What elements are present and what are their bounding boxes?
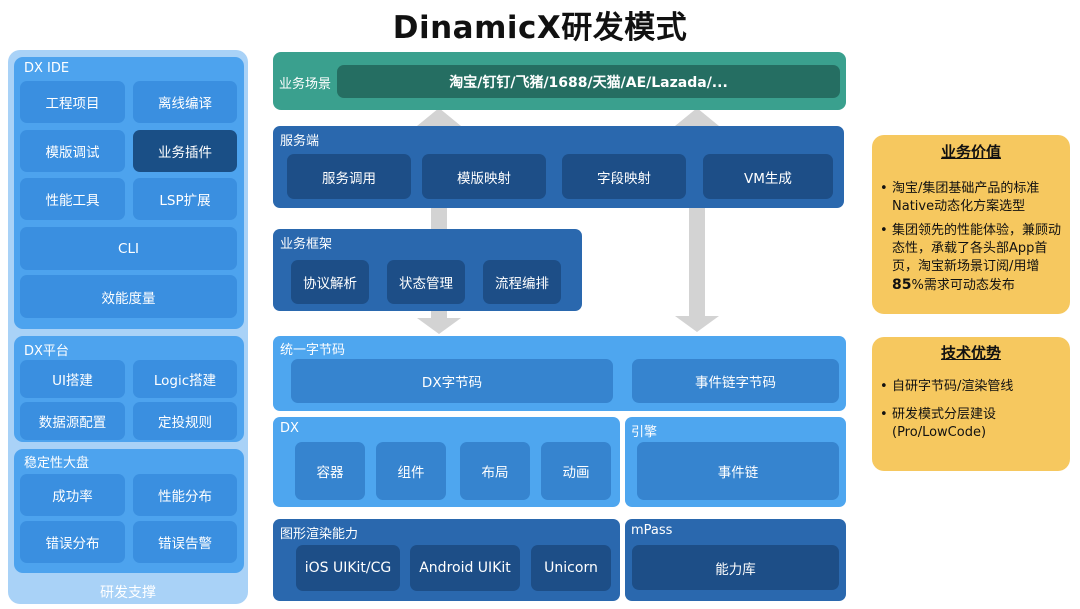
perf-tools-button[interactable]: 性能工具 — [20, 178, 125, 220]
flow-orchestration-button[interactable]: 流程编排 — [483, 260, 561, 304]
offline-compile-button[interactable]: 离线编译 — [133, 81, 237, 123]
render-label: 图形渲染能力 — [280, 527, 359, 542]
arrow-right-down-head — [675, 316, 719, 332]
error-distribution-button[interactable]: 错误分布 — [20, 521, 125, 563]
dx-platform-label: DX平台 — [24, 344, 69, 359]
arrow-left-up-head — [417, 108, 461, 126]
protocol-parse-button[interactable]: 协议解析 — [291, 260, 369, 304]
business-value-bullets: 淘宝/集团基础产品的标准Native动态化方案选型 集团领先的性能体验，兼顾动态… — [880, 180, 1065, 301]
capability-lib-button[interactable]: 能力库 — [632, 545, 839, 590]
component-button[interactable]: 组件 — [376, 442, 446, 500]
tech-advantage-bullet-2: 研发模式分层建设(Pro/LowCode) — [880, 406, 1065, 442]
vm-generate-button[interactable]: VM生成 — [703, 154, 833, 199]
bullet2-text: 集团领先的性能体验，兼顾动态性，承载了各头部App首页，淘宝新场景订阅/用增 — [892, 223, 1062, 274]
targeting-rules-button[interactable]: 定投规则 — [133, 402, 237, 440]
error-alert-button[interactable]: 错误告警 — [133, 521, 237, 563]
unicorn-button[interactable]: Unicorn — [531, 545, 611, 591]
animation-button[interactable]: 动画 — [541, 442, 611, 500]
engine-label: 引擎 — [631, 425, 658, 440]
service-call-button[interactable]: 服务调用 — [287, 154, 411, 199]
business-plugin-button[interactable]: 业务插件 — [133, 130, 237, 172]
mpass-label: mPass — [631, 523, 673, 538]
stability-label: 稳定性大盘 — [24, 456, 90, 471]
dx-bytecode-button[interactable]: DX字节码 — [291, 359, 613, 403]
tech-advantage-bullets: 自研字节码/渲染管线 研发模式分层建设(Pro/LowCode) — [880, 378, 1065, 448]
business-scene-apps: 淘宝/钉钉/飞猪/1688/天猫/AE/Lazada/... — [337, 65, 840, 98]
field-mapping-button[interactable]: 字段映射 — [562, 154, 686, 199]
success-rate-button[interactable]: 成功率 — [20, 474, 125, 516]
business-value-bullet-2: 集团领先的性能体验，兼顾动态性，承载了各头部App首页，淘宝新场景订阅/用增 85… — [880, 222, 1065, 295]
container-button[interactable]: 容器 — [295, 442, 365, 500]
bytecode-label: 统一字节码 — [280, 343, 346, 358]
business-value-bullet-1: 淘宝/集团基础产品的标准Native动态化方案选型 — [880, 180, 1065, 216]
business-scene-label: 业务场景 — [279, 77, 332, 92]
diagram-title: DinamicX研发模式 — [392, 10, 688, 46]
tech-advantage-title: 技术优势 — [940, 344, 1001, 362]
project-button[interactable]: 工程项目 — [20, 81, 125, 123]
dx-ide-label: DX IDE — [24, 61, 70, 76]
datasource-config-button[interactable]: 数据源配置 — [20, 402, 125, 440]
perf-distribution-button[interactable]: 性能分布 — [133, 474, 237, 516]
lsp-ext-button[interactable]: LSP扩展 — [133, 178, 237, 220]
template-debug-button[interactable]: 模版调试 — [20, 130, 125, 172]
framework-label: 业务框架 — [280, 237, 333, 252]
ui-build-button[interactable]: UI搭建 — [20, 360, 125, 398]
ios-uikit-button[interactable]: iOS UIKit/CG — [296, 545, 400, 591]
eventchain-bytecode-button[interactable]: 事件链字节码 — [632, 359, 839, 403]
tech-advantage-bullet-1: 自研字节码/渲染管线 — [880, 378, 1065, 396]
bullet2-percent: 85 — [892, 277, 912, 293]
business-value-title: 业务价值 — [940, 143, 1001, 161]
server-label: 服务端 — [280, 134, 320, 149]
tech-advantage-card — [872, 337, 1070, 471]
dev-support-footer: 研发支撑 — [100, 585, 156, 601]
android-uikit-button[interactable]: Android UIKit — [410, 545, 520, 591]
bullet2-suffix: %需求可动态发布 — [911, 278, 1015, 293]
cli-button[interactable]: CLI — [20, 227, 237, 270]
efficiency-metrics-button[interactable]: 效能度量 — [20, 275, 237, 318]
layout-button[interactable]: 布局 — [460, 442, 530, 500]
arrow-left-down-head — [417, 318, 461, 334]
arrow-right-up-head — [675, 108, 719, 126]
logic-build-button[interactable]: Logic搭建 — [133, 360, 237, 398]
state-management-button[interactable]: 状态管理 — [387, 260, 465, 304]
dx-label: DX — [280, 421, 299, 436]
template-mapping-button[interactable]: 模版映射 — [422, 154, 546, 199]
eventchain-button[interactable]: 事件链 — [637, 442, 839, 500]
